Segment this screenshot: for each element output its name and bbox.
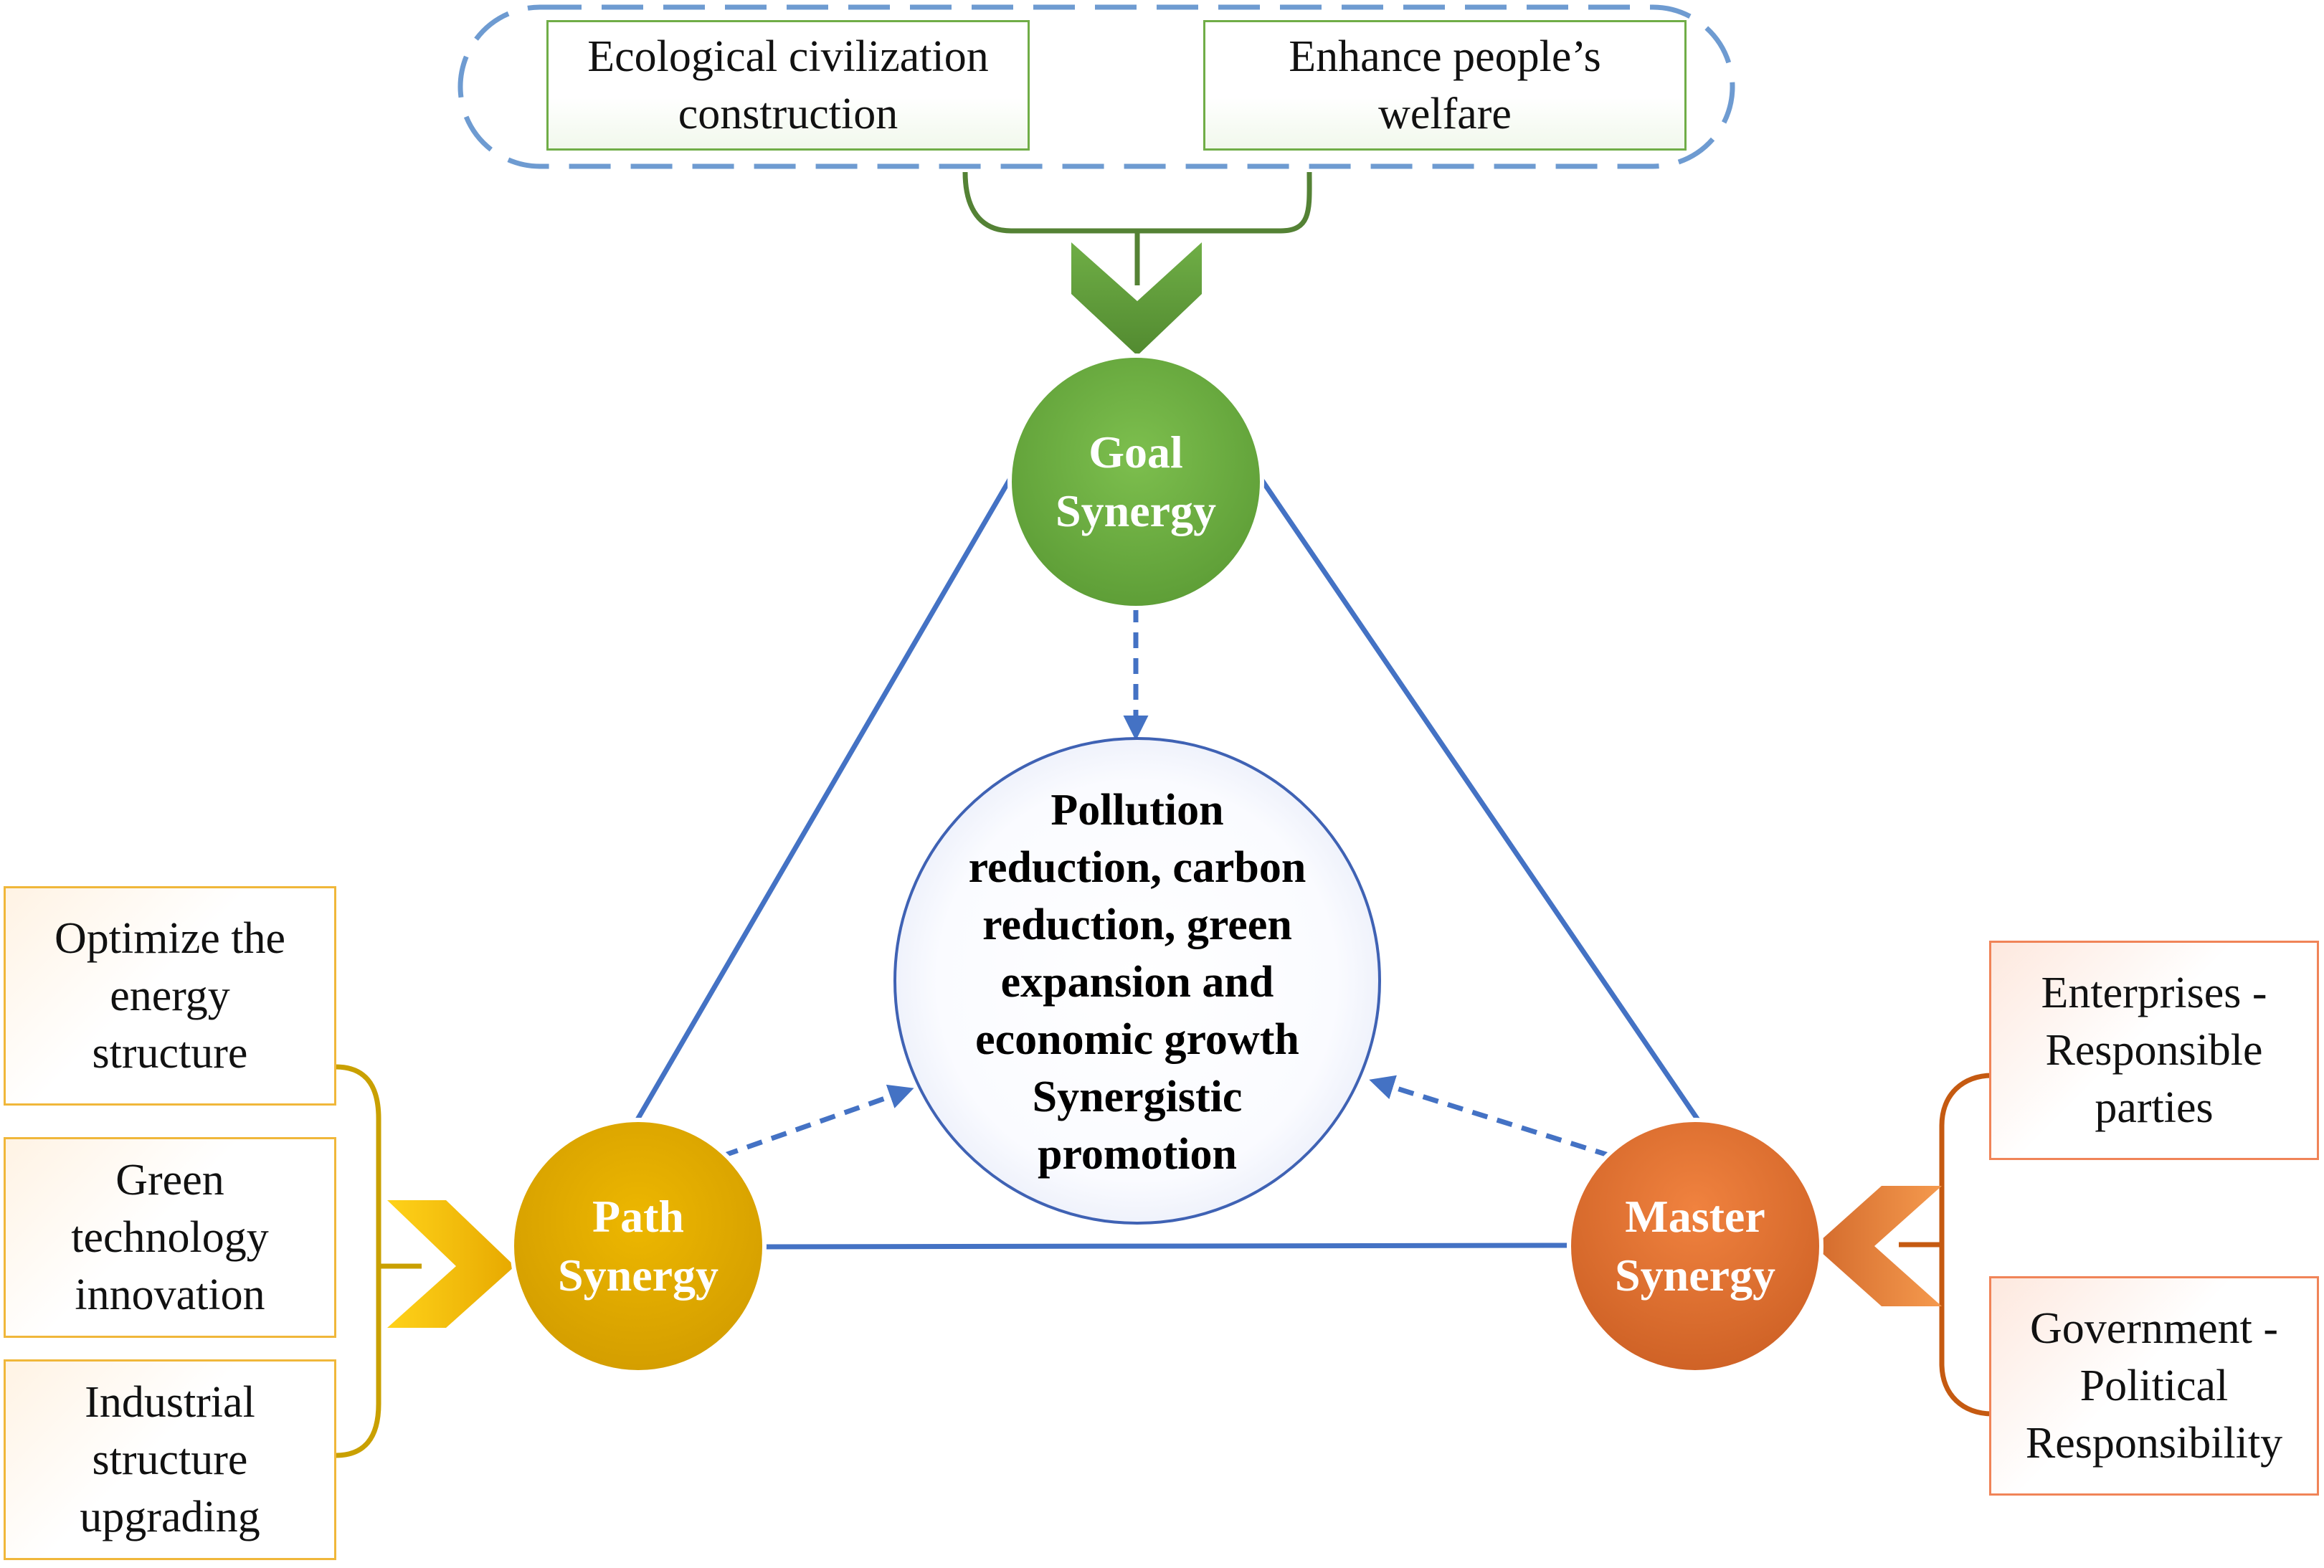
master-input-label: Enterprises - Responsible parties: [2041, 969, 2267, 1132]
path-input-label: Industrial structure upgrading: [80, 1378, 260, 1541]
path-synergy-node: [510, 1118, 767, 1374]
dashed-arrow-path-to-center: [721, 1084, 914, 1159]
path-synergy-label: Path Synergy: [516, 1131, 760, 1361]
goal-synergy-node: [1007, 353, 1264, 610]
center-synergy-text: Pollution reduction, carbon reduction, g…: [968, 786, 1306, 1179]
path-input-label: Optimize the energy structure: [54, 914, 285, 1078]
goal-input-box: Ecological civilization construction: [546, 20, 1030, 151]
dashed-arrow-master-to-center: [1369, 1075, 1612, 1159]
master-synergy-text: Master Synergy: [1615, 1191, 1775, 1301]
master-bracket: [1939, 1073, 1993, 1417]
master-input-box: Enterprises - Responsible parties: [1989, 941, 2319, 1160]
master-synergy-label: Master Synergy: [1573, 1131, 1817, 1361]
path-synergy-text: Path Synergy: [558, 1191, 718, 1301]
master-input-label: Government - Political Responsibility: [2025, 1304, 2283, 1468]
path-bracket: [335, 1064, 381, 1458]
goal-synergy-label: Goal Synergy: [1014, 367, 1258, 597]
goal-input-label: Enhance people’s welfare: [1289, 32, 1601, 138]
center-synergy-node: [893, 737, 1381, 1225]
link-goal-master: [1257, 475, 1700, 1121]
goal-synergy-text: Goal Synergy: [1056, 427, 1216, 536]
goal-input-box: Enhance people’s welfare: [1203, 20, 1687, 151]
master-chevron-arrow: [1814, 1186, 1942, 1306]
goal-inputs-dashed-frame: [457, 4, 1735, 169]
link-path-master: [762, 1242, 1573, 1250]
path-chevron-arrow: [387, 1200, 515, 1328]
master-synergy-node: [1567, 1118, 1823, 1374]
goal-chevron-arrow: [1071, 242, 1202, 356]
path-input-box: Optimize the energy structure: [4, 886, 336, 1106]
master-input-box: Government - Political Responsibility: [1989, 1276, 2319, 1496]
center-synergy-label: Pollution reduction, carbon reduction, g…: [911, 760, 1364, 1204]
link-goal-path: [631, 473, 1015, 1127]
path-input-box: Industrial structure upgrading: [4, 1359, 336, 1560]
path-input-label: Green technology innovation: [71, 1156, 269, 1319]
goal-input-label: Ecological civilization construction: [587, 32, 989, 138]
goal-bracket: [962, 171, 1312, 234]
path-input-box: Green technology innovation: [4, 1137, 336, 1338]
